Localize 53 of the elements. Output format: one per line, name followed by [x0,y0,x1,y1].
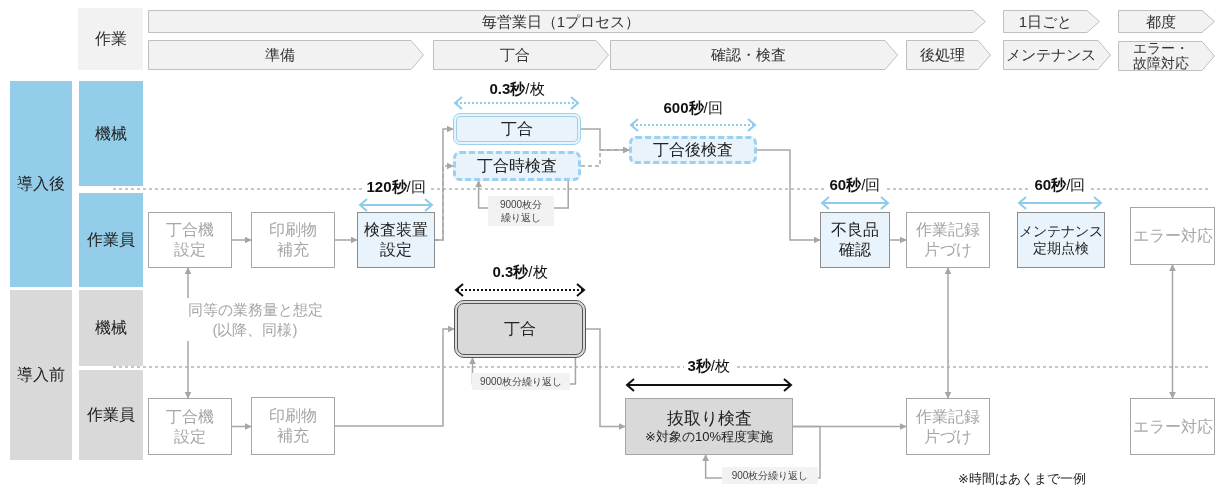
box-note: ※対象の10%程度実施 [645,429,773,446]
process-box: 丁合時検査 [453,151,581,181]
process-box: エラー対応 [1130,207,1215,265]
process-box: 印刷物補充 [251,212,335,268]
row-label: 機械 [79,81,143,186]
row-label: 作業員 [79,370,143,460]
arrow [580,146,630,167]
row-label: 導入前 [10,290,72,460]
arrow [231,236,252,244]
edge-label: 9000枚分繰り返し [488,196,554,226]
phase-banner: 丁合 [433,40,609,70]
edge-label: 900枚分繰り返し [722,467,818,484]
arrow [231,423,252,430]
row-label: 導入後 [10,81,72,287]
arrow [585,328,626,430]
duration-label: 120秒/回 [362,178,430,197]
arrow [334,325,455,427]
process-box: 検査装置設定 [357,212,435,268]
arrow [889,236,907,244]
process-box: 丁合機設定 [148,212,232,268]
header-cell: 作業 [78,8,143,70]
duration-label: 60秒/回 [1030,176,1090,195]
arrow [756,149,821,244]
box-title: 抜取り検査 [666,407,752,429]
arrow [944,267,952,399]
phase-banner: 後処理 [906,40,991,70]
process-box: 不良品確認 [820,212,890,268]
process-box: メンテナンス定期点検 [1017,212,1105,268]
process-box: 作業記録片づけ [906,212,990,268]
phase-banner: エラー・故障対応 [1118,38,1215,74]
phase-banner: 毎営業日（1プロセス） [148,10,986,33]
process-box: 印刷物補充 [251,397,335,455]
phase-banner: 都度 [1118,10,1215,33]
process-box: 丁合 [454,300,586,358]
duration-label: 60秒/回 [825,176,885,195]
arrow [334,236,358,244]
process-box: 丁合後検査 [629,136,757,164]
phase-banner: 準備 [148,40,424,70]
process-box: エラー対応 [1130,398,1215,455]
process-box: 丁合機設定 [148,398,232,455]
note-text: ※時間はあくまで一例 [958,470,1086,488]
phase-banner: メンテナンス [1003,40,1111,70]
row-label: 作業員 [79,193,143,287]
process-box: 丁合 [453,113,581,145]
process-box [625,398,793,455]
arrow [1169,264,1176,399]
edge-label: 9000枚分繰り返し [472,373,570,390]
process-box: 作業記録片づけ [906,398,990,455]
phase-banner: 確認・検査 [610,40,898,70]
arrow [434,162,454,241]
row-label: 機械 [79,290,143,366]
duration-label: 3秒/枚 [683,357,734,376]
phase-banner: 1日ごと [1003,10,1100,33]
